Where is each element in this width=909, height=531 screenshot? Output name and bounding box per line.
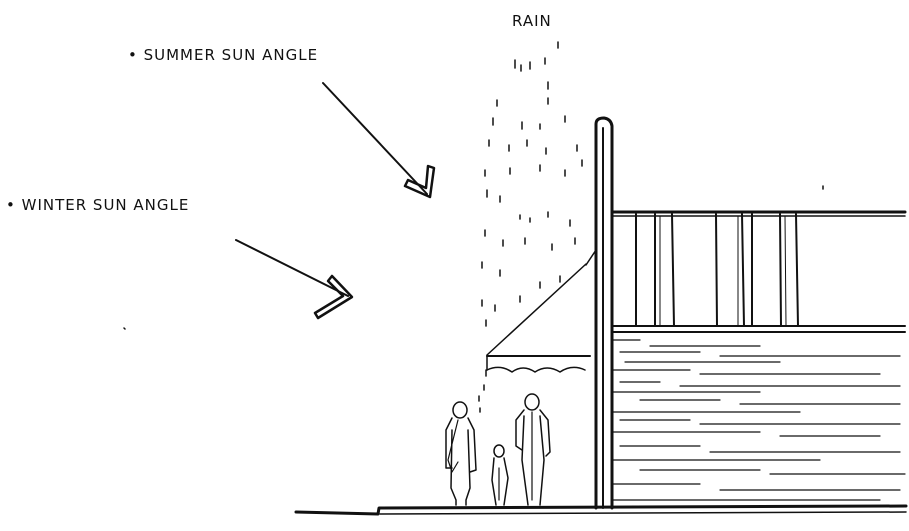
upper-block — [612, 212, 905, 332]
rain-label: RAIN — [512, 12, 552, 30]
winter-sun-arrow — [236, 240, 352, 318]
awning — [487, 264, 590, 372]
summer-sun-arrow — [323, 83, 434, 197]
person-child — [492, 445, 508, 505]
summer-sun-angle-label: • SUMMER SUN ANGLE — [128, 46, 318, 64]
person-right — [516, 394, 550, 505]
lower-wall — [612, 340, 905, 500]
ground-line — [296, 506, 906, 514]
person-left — [446, 402, 476, 505]
chimney — [586, 118, 612, 508]
stray-marks — [124, 186, 823, 329]
winter-sun-angle-label: • WINTER SUN ANGLE — [6, 196, 189, 214]
